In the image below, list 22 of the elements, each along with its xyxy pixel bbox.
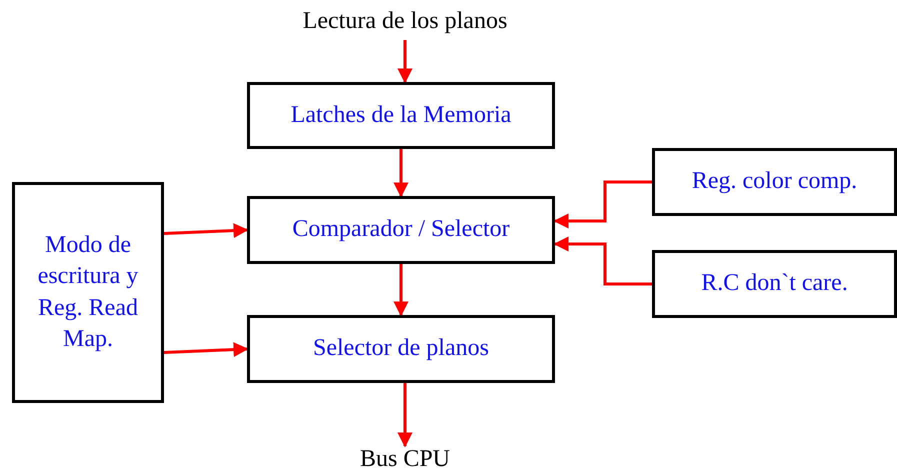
box-label: Latches de la Memoria (290, 100, 512, 130)
box-label: Selector de planos (313, 334, 489, 364)
arrow (554, 236, 652, 286)
arrow (398, 40, 412, 84)
flow-label: Bus CPU (360, 444, 450, 473)
arrow (164, 342, 248, 358)
process-box (652, 250, 897, 318)
arrow (394, 149, 408, 198)
box-label: Comparador / Selector (292, 215, 510, 244)
process-box (652, 148, 897, 216)
arrow (554, 180, 652, 228)
flow-label: Lectura de los planos (302, 7, 508, 36)
box-label: Modo de escritura y Reg. Read Map. (36, 231, 140, 354)
process-box (247, 82, 555, 149)
arrow (398, 383, 412, 448)
arrow (164, 223, 248, 238)
arrow (394, 264, 408, 316)
box-label: Reg. color comp. (692, 167, 858, 196)
process-box (247, 315, 555, 383)
process-box (247, 196, 555, 264)
process-box (12, 182, 164, 403)
box-label: R.C don`t care. (701, 269, 848, 298)
